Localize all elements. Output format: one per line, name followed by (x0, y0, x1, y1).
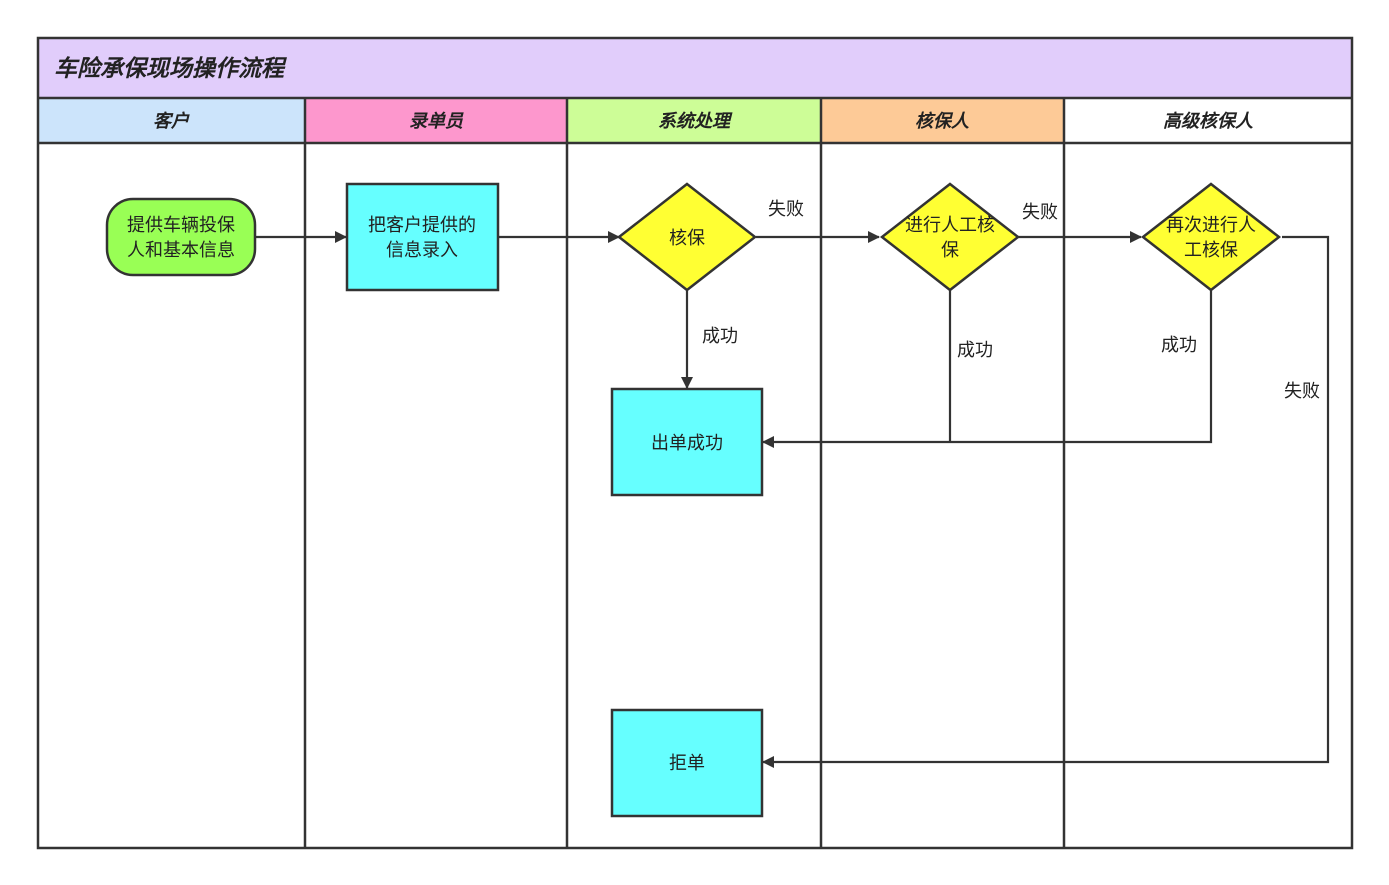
reject-label: 拒单 (669, 753, 705, 774)
edge-label-sys-fail: 失败 (768, 199, 804, 220)
edge-label-manual-fail: 失败 (1022, 202, 1058, 223)
start-node-label-2: 人和基本信息 (127, 240, 235, 261)
system-check-label: 核保 (669, 228, 705, 249)
manual-check-label-2: 保 (941, 240, 959, 261)
second-check-label-1: 再次进行人 (1166, 215, 1256, 236)
title-band (38, 38, 1352, 98)
lane-label-customer: 客户 (153, 111, 190, 132)
edge-label-sys-success: 成功 (702, 326, 738, 347)
entry-process-label-2: 信息录入 (386, 240, 458, 261)
edge-label-second-fail: 失败 (1284, 381, 1320, 402)
manual-check-decision (879, 182, 1021, 292)
lane-header-customer (38, 98, 305, 143)
lane-header-clerk (305, 98, 567, 143)
edge-second-success (762, 290, 1213, 448)
diagram-title: 车险承保现场操作流程 (54, 56, 287, 82)
edge-label-second-success: 成功 (1161, 335, 1197, 356)
diagram-frame (36, 36, 1354, 850)
issue-success-label: 出单成功 (651, 433, 723, 454)
lane-label-senior: 高级核保人 (1163, 111, 1254, 132)
reject-process (610, 708, 764, 818)
edge-label-manual-success: 成功 (957, 340, 993, 361)
manual-check-label-1: 进行人工核 (905, 215, 995, 236)
second-check-decision (1140, 182, 1282, 292)
lane-label-system: 系统处理 (658, 111, 733, 132)
entry-process-label-1: 把客户提供的 (368, 215, 476, 236)
lane-header-underwriter (821, 98, 1064, 143)
start-node-label-1: 提供车辆投保 (127, 215, 235, 236)
lane-header-system (567, 98, 821, 143)
system-check-decision (616, 182, 758, 292)
second-check-label-2: 工核保 (1184, 240, 1238, 261)
lane-label-clerk: 录单员 (409, 111, 464, 132)
edge-second-fail (762, 235, 1330, 768)
lane-label-underwriter: 核保人 (915, 111, 970, 132)
entry-process (345, 182, 500, 292)
lane-header-senior (1064, 98, 1352, 143)
start-node (105, 197, 257, 277)
issue-success-process (610, 387, 764, 497)
